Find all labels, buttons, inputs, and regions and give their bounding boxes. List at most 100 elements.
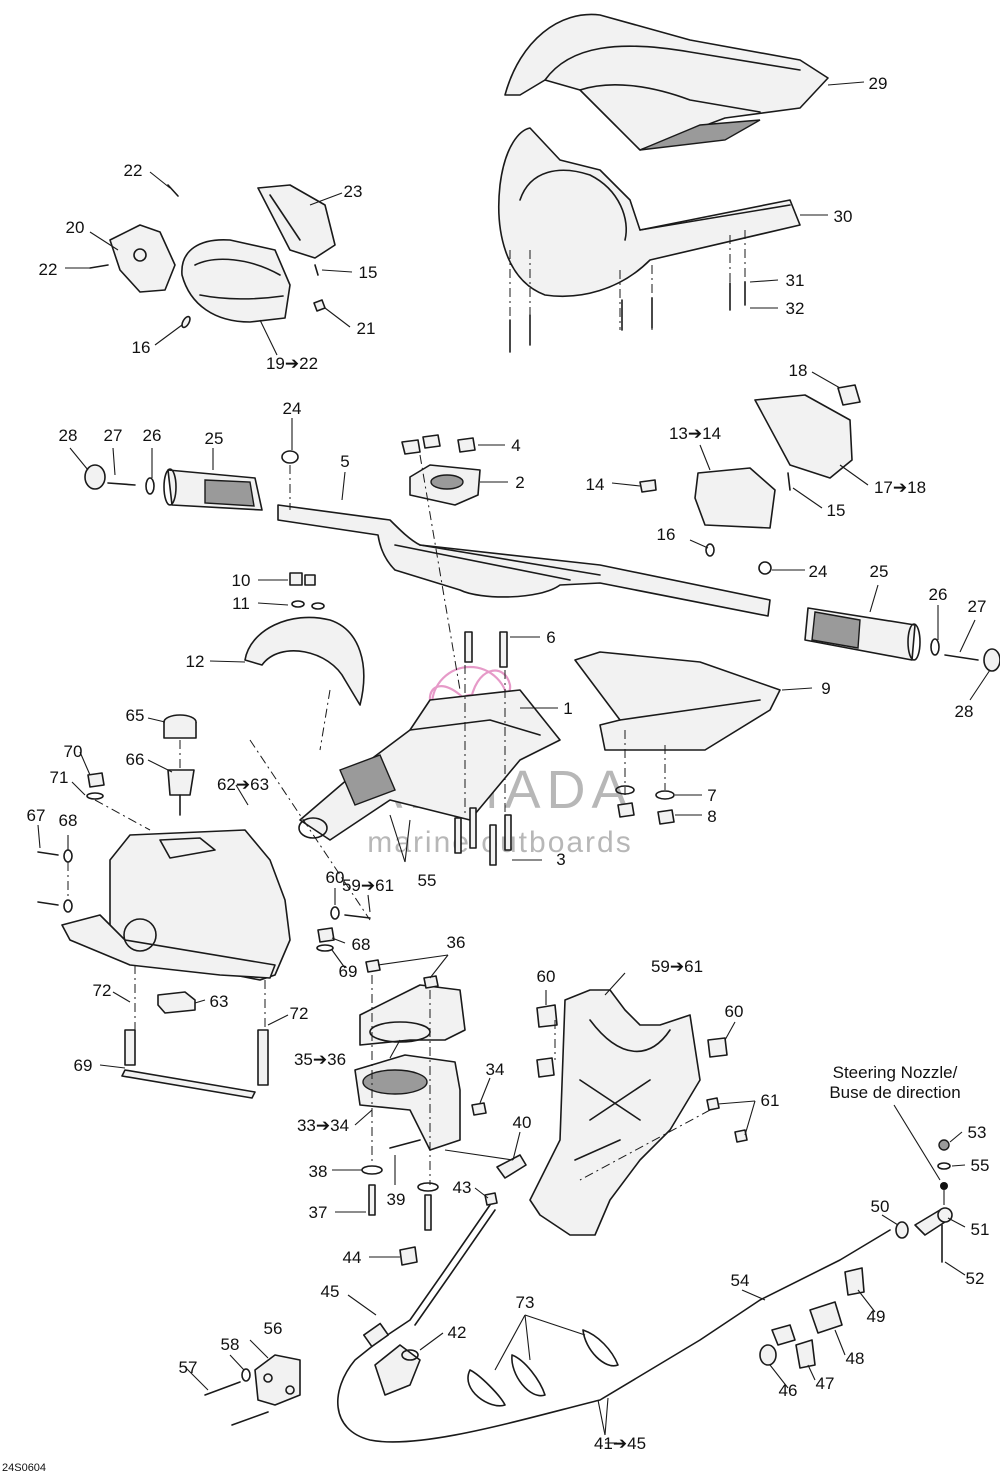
callout-10: 10 (232, 571, 251, 590)
lower-bracket-part (354, 1054, 461, 1151)
bar-end-left (84, 450, 299, 495)
side-cover-part (574, 651, 781, 751)
housing-part (61, 829, 291, 981)
screws-top-left (89, 184, 326, 329)
callout-69: 69 (74, 1056, 93, 1075)
callout-6: 6 (546, 628, 555, 647)
lower-cover-part (498, 127, 801, 350)
callout-61: 61 (761, 1091, 780, 1110)
bracket-part (109, 224, 176, 293)
callout-57: 57 (179, 1358, 198, 1377)
callout-15-top: 15 (359, 263, 378, 282)
callout-29: 29 (869, 74, 888, 93)
callout-9: 9 (821, 679, 830, 698)
rubber-mount-part (163, 714, 197, 816)
callout-24-right: 24 (809, 562, 828, 581)
callout-48: 48 (846, 1349, 865, 1368)
support-hardware (536, 1004, 748, 1143)
callout-70-right: 68 (352, 935, 371, 954)
callout-53: 53 (968, 1123, 987, 1142)
callout-35-36: 35➔36 (294, 1050, 346, 1069)
hardware-parts (37, 184, 1000, 1426)
top-cover-fasteners (509, 281, 746, 353)
callout-14: 14 (586, 475, 605, 494)
callout-26-left: 26 (143, 426, 162, 445)
callout-72-left: 72 (93, 981, 112, 1000)
part-illustrations (37, 13, 1000, 1443)
callout-43: 43 (453, 1178, 472, 1197)
callout-4: 4 (511, 436, 520, 455)
cover-bolts (289, 572, 325, 610)
steering-column-part (298, 689, 561, 841)
callout-50: 50 (871, 1197, 890, 1216)
callout-51: 51 (971, 1220, 990, 1239)
callout-19-22: 19➔22 (266, 354, 318, 373)
callout-46: 46 (779, 1381, 798, 1400)
callout-44: 44 (343, 1248, 362, 1267)
block-part (157, 991, 196, 1014)
swivel-part (374, 1344, 421, 1396)
callout-55: 55 (971, 1156, 990, 1175)
top-cover-part (504, 13, 829, 151)
callout-70-left: 70 (64, 742, 83, 761)
callout-73: 73 (516, 1293, 535, 1312)
callout-52: 52 (966, 1269, 985, 1288)
callout-64: 55 (418, 871, 437, 890)
column-bolts (454, 631, 512, 866)
callout-22-upper: 22 (124, 161, 143, 180)
callout-67-left: 67 (27, 806, 46, 825)
left-grip-part (163, 468, 263, 511)
callout-41-45: 41➔45 (594, 1434, 646, 1453)
callout-12: 12 (186, 652, 205, 671)
callout-13-14: 13➔14 (669, 424, 721, 443)
callout-71-left: 71 (50, 768, 69, 787)
clamp-part (409, 464, 481, 506)
callout-30: 30 (834, 207, 853, 226)
callout-labels: 29 30 31 32 22 23 20 22 15 21 16 19➔22 1… (27, 74, 990, 1453)
callout-27-left: 27 (104, 426, 123, 445)
callout-63: 63 (210, 992, 229, 1011)
bar-end-right (758, 561, 1000, 672)
callout-72-right: 72 (290, 1004, 309, 1023)
handlebar-part (277, 504, 771, 617)
callout-36: 36 (447, 933, 466, 952)
callout-27-right: 27 (968, 597, 987, 616)
right-cap-parts (639, 384, 861, 557)
housing-hardware (37, 772, 371, 952)
cable-ties-part (467, 1329, 619, 1407)
callout-59-61: 59➔61 (651, 957, 703, 976)
mount-bracket-hardware (204, 1368, 269, 1426)
callout-11: 11 (232, 594, 250, 613)
note-line-2: Buse de direction (829, 1083, 960, 1102)
clamp-nuts (401, 434, 476, 455)
steering-cable-part (337, 1204, 891, 1443)
callout-60-right: 60 (725, 1002, 744, 1021)
mount-bracket-part (254, 1354, 301, 1406)
assembly-lines (67, 454, 711, 1185)
support-bracket-part (529, 989, 701, 1236)
callout-28-right: 28 (955, 702, 974, 721)
callout-15-right: 15 (827, 501, 846, 520)
callout-28-left: 28 (59, 426, 78, 445)
callout-45: 45 (321, 1282, 340, 1301)
callout-16-right: 16 (657, 525, 676, 544)
callout-23: 23 (344, 182, 363, 201)
upper-bracket-part (359, 984, 466, 1046)
callout-7: 7 (707, 786, 716, 805)
callout-40: 40 (513, 1113, 532, 1132)
callout-37: 37 (309, 1203, 328, 1222)
callout-65: 65 (126, 706, 145, 725)
callout-54: 54 (731, 1271, 750, 1290)
callout-67-right: 59➔61 (342, 876, 394, 895)
plate-part (121, 1029, 269, 1099)
callout-25-left: 25 (205, 429, 224, 448)
callout-56: 56 (264, 1319, 283, 1338)
callout-68-left: 68 (59, 811, 78, 830)
watermark-tagline: marine outboards (367, 826, 632, 859)
callout-49: 49 (867, 1307, 886, 1326)
callout-22-lower: 22 (39, 260, 58, 279)
callout-34: 34 (486, 1060, 505, 1079)
callout-31: 31 (786, 271, 805, 290)
note-line-1: Steering Nozzle/ (833, 1063, 958, 1082)
